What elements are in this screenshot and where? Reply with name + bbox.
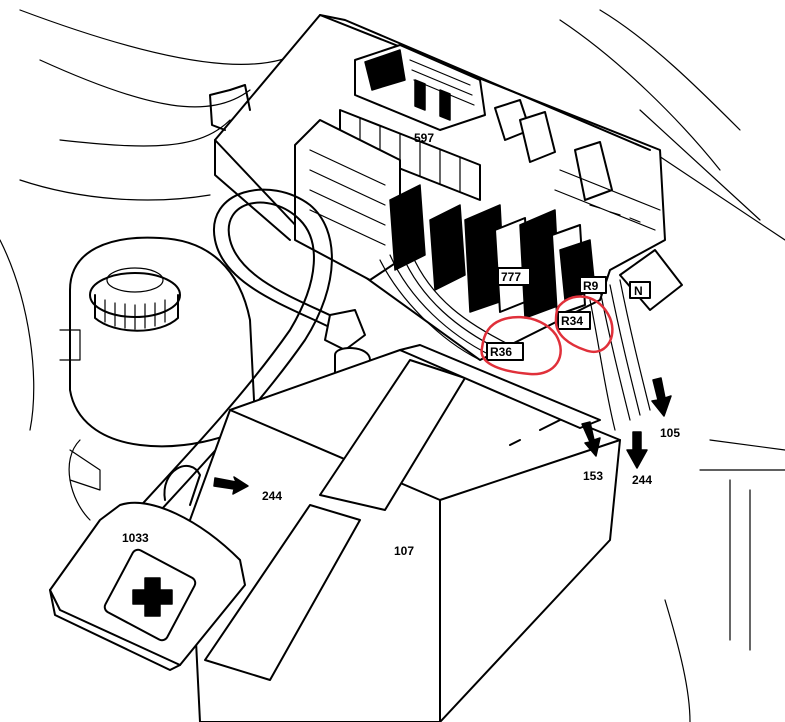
left-plug: [294, 119, 466, 291]
fuse-relay-box: [209, 14, 683, 431]
label-244-right: 244: [632, 473, 652, 487]
terminal-cover: [49, 464, 246, 671]
label-plate-777: [497, 267, 531, 286]
relay-block-top: [494, 99, 661, 231]
label-plate-r34: [557, 311, 591, 330]
label-r34: R34: [561, 314, 583, 328]
relay-row-front: [464, 204, 596, 319]
label-r36: R36: [490, 345, 512, 359]
label-1033: 1033: [122, 531, 149, 545]
highlight-r36: [480, 315, 562, 376]
label-153: 153: [583, 469, 603, 483]
battery: [189, 344, 621, 722]
upper-connector-block: [354, 44, 486, 131]
label-105: 105: [660, 426, 680, 440]
coolant-reservoir: [59, 236, 256, 491]
arrow-244-right: [626, 431, 648, 469]
highlight-r34: [554, 295, 614, 353]
arrow-105: [651, 377, 672, 417]
arrow-153: [581, 421, 601, 457]
label-r9: R9: [583, 279, 599, 293]
label-plate-n: [629, 281, 651, 299]
label-777: 777: [501, 270, 521, 284]
label-597: 597: [414, 131, 434, 145]
label-244-battery: 244: [262, 489, 282, 503]
label-n: N: [634, 284, 643, 298]
label-107: 107: [394, 544, 414, 558]
arrow-244-battery: [213, 476, 249, 495]
label-plate-r9: [579, 276, 607, 294]
label-plate-r36: [486, 342, 524, 361]
engine-bay-outline: [0, 9, 785, 722]
